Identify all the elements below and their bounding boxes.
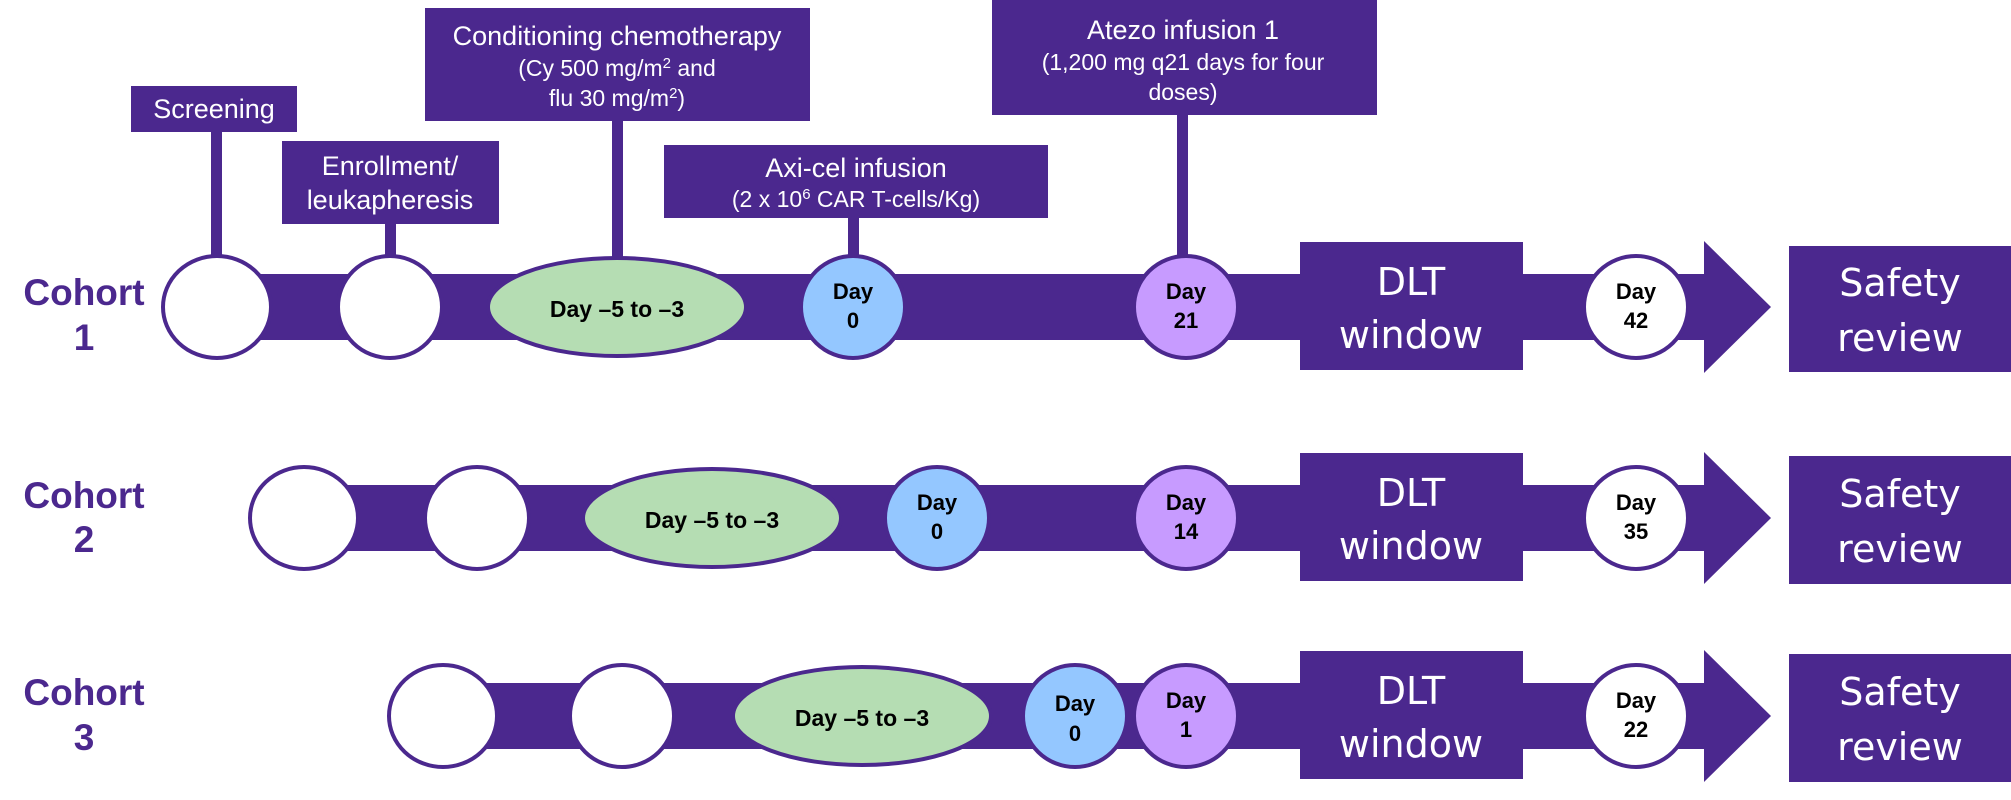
cohort-3-safety-line1: Safety — [1839, 670, 1961, 714]
cohort-3-end-line2: 22 — [1624, 717, 1648, 742]
cohort-1-safety-line1: Safety — [1839, 261, 1961, 305]
enrollment-callout: Enrollment/ leukapheresis — [282, 141, 499, 224]
cohort-1-end-line1: Day — [1616, 279, 1657, 304]
cohort-3-arrow-head — [1704, 650, 1771, 782]
cohort-3-end-node — [1582, 663, 1690, 769]
cohort-2-dlt-line2: window — [1339, 524, 1483, 568]
atezo-dose-line1: (1,200 mg q21 days for four — [1042, 49, 1325, 75]
cohort-3-chemo-label: Day –5 to –3 — [795, 705, 929, 731]
cohort-3-chemo-node — [731, 665, 993, 767]
cohort-3-atezo-node — [1132, 663, 1240, 769]
cohort-2-screening-node — [248, 465, 360, 571]
cohort-1-dlt-line2: window — [1339, 313, 1483, 357]
cohort-3-safety-box — [1789, 654, 2011, 782]
enrollment-label-line1: Enrollment/ — [322, 151, 459, 181]
cohort-2-dlt-box — [1300, 453, 1523, 581]
cohort-3-atezo-line2: 1 — [1180, 717, 1192, 742]
cohort-1-screening-node — [161, 254, 273, 360]
cohort-3-atezo-line1: Day — [1166, 688, 1207, 713]
cohort-1-end-node — [1582, 254, 1690, 360]
screening-label: Screening — [153, 94, 275, 124]
cohort-2-dlt-line1: DLT — [1377, 471, 1446, 515]
conditioning-title: Conditioning chemotherapy — [453, 21, 782, 51]
cohort-1-end-line2: 42 — [1624, 308, 1648, 333]
axicel-title: Axi-cel infusion — [765, 153, 947, 183]
atezo-dose-line2: doses) — [1148, 79, 1217, 105]
cohort-3-day0-line1: Day — [1055, 691, 1096, 716]
cohort-1-enrollment-node — [336, 254, 444, 360]
cohort-2-safety-box — [1789, 456, 2011, 584]
cohort-1-dlt-box — [1300, 242, 1523, 370]
cohort-1-day0-node — [799, 254, 907, 360]
conditioning-callout: Conditioning chemotherapy (Cy 500 mg/m2 … — [425, 8, 810, 121]
cohort-1-chemo-node — [486, 256, 748, 358]
screening-connector — [211, 100, 222, 258]
cohort-2-atezo-line1: Day — [1166, 490, 1207, 515]
cohort-2-chemo-label: Day –5 to –3 — [645, 507, 779, 533]
cohort-1-row: Cohort 1 Day –5 to –3 Day 0 Day 21 DLT w… — [23, 241, 2011, 373]
cohort-3-screening-node — [387, 663, 499, 769]
cohort-3-label-line2: 3 — [74, 717, 95, 758]
cohort-2-end-line1: Day — [1616, 490, 1657, 515]
cohort-3-enrollment-node — [568, 663, 676, 769]
cohort-2-day0-line1: Day — [917, 490, 958, 515]
enrollment-connector — [385, 220, 396, 258]
cohort-2-enrollment-node — [423, 465, 531, 571]
cohort-2-label-line2: 2 — [74, 519, 95, 560]
cohort-1-atezo-line2: 21 — [1174, 308, 1198, 333]
cohort-2-day0-node — [883, 465, 991, 571]
cohort-2-safety-line1: Safety — [1839, 472, 1961, 516]
cohort-2-arrow-head — [1704, 452, 1771, 584]
cohort-2-atezo-line2: 14 — [1174, 519, 1199, 544]
atezo-callout: Atezo infusion 1 (1,200 mg q21 days for … — [992, 0, 1377, 115]
axicel-callout: Axi-cel infusion (2 x 106 CAR T-cells/Kg… — [664, 145, 1048, 218]
cohort-1-day0-line2: 0 — [847, 308, 859, 333]
cohort-3-day0-node — [1021, 663, 1129, 769]
cohort-1-atezo-node — [1132, 254, 1240, 360]
cohort-1-safety-line2: review — [1837, 316, 1963, 360]
enrollment-label-line2: leukapheresis — [307, 185, 474, 215]
cohort-2-atezo-node — [1132, 465, 1240, 571]
cohort-1-safety-box — [1789, 246, 2011, 372]
cohort-1-chemo-label: Day –5 to –3 — [550, 296, 684, 322]
screening-callout: Screening — [131, 86, 297, 132]
cohort-3-dlt-line2: window — [1339, 722, 1483, 766]
cohort-2-row: Cohort 2 Day –5 to –3 Day 0 Day 14 DLT w… — [23, 452, 2011, 584]
cohort-3-safety-line2: review — [1837, 725, 1963, 769]
cohort-2-chemo-node — [581, 467, 843, 569]
cohort-2-day0-line2: 0 — [931, 519, 943, 544]
conditioning-dose-line2: flu 30 mg/m2) — [549, 85, 685, 111]
cohort-2-label-line1: Cohort — [23, 475, 144, 516]
cohort-2-safety-line2: review — [1837, 527, 1963, 571]
axicel-dose: (2 x 106 CAR T-cells/Kg) — [732, 186, 980, 212]
cohort-1-arrow-head — [1704, 241, 1771, 373]
conditioning-dose-line1: (Cy 500 mg/m2 and — [518, 55, 716, 81]
atezo-connector — [1177, 113, 1188, 258]
cohort-3-end-line1: Day — [1616, 688, 1657, 713]
axicel-connector — [848, 215, 859, 258]
cohort-1-day0-line1: Day — [833, 279, 874, 304]
atezo-title: Atezo infusion 1 — [1087, 15, 1279, 45]
cohort-1-atezo-line1: Day — [1166, 279, 1207, 304]
cohort-3-dlt-line1: DLT — [1377, 669, 1446, 713]
cohort-1-label-line2: 1 — [74, 317, 95, 358]
conditioning-connector — [612, 120, 623, 260]
cohort-1-dlt-line1: DLT — [1377, 260, 1446, 304]
cohort-3-dlt-box — [1300, 651, 1523, 779]
cohort-2-end-line2: 35 — [1624, 519, 1648, 544]
cohort-1-label-line1: Cohort — [23, 272, 144, 313]
callouts: Screening Enrollment/ leukapheresis Cond… — [131, 0, 1377, 260]
cohort-2-end-node — [1582, 465, 1690, 571]
cohort-3-label-line1: Cohort — [23, 672, 144, 713]
cohort-3-row: Cohort 3 Day –5 to –3 Day 0 Day 1 DLT wi… — [23, 650, 2011, 782]
cohort-3-day0-line2: 0 — [1069, 721, 1081, 746]
